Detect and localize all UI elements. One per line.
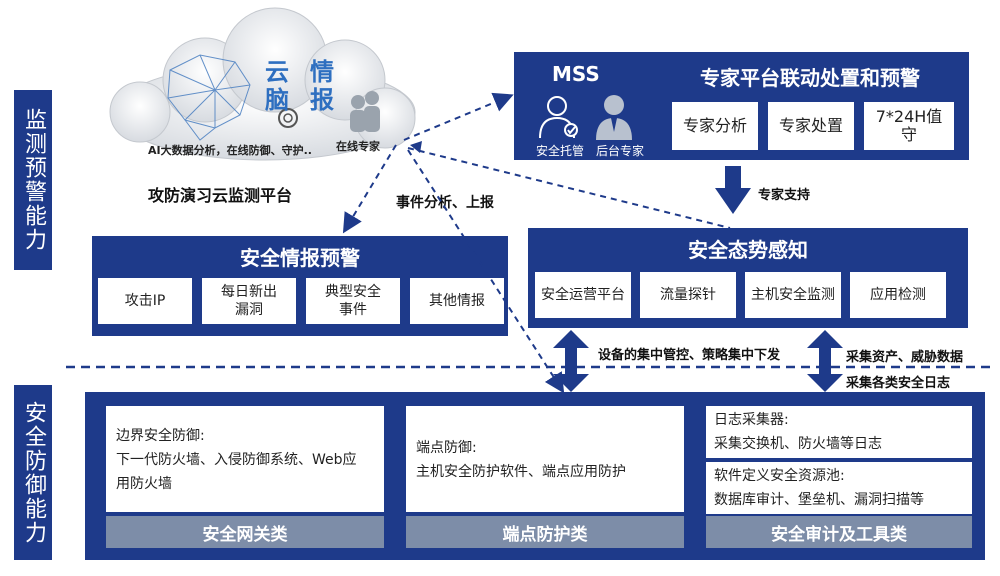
cloud-title-char-4: 报 (310, 86, 334, 114)
col3-bar: 安全审计及工具类 (706, 516, 972, 548)
brain-network-icon (167, 54, 251, 141)
col3-box2-line: 数据库审计、堡垒机、漏洞扫描等 (714, 492, 924, 508)
cloud-caption: AI大数据分析，在线防御、守护.. (148, 144, 312, 157)
side-label-defense: 安全防御能力 (14, 385, 52, 560)
cloud-expert-label: 在线专家 (336, 140, 380, 153)
intel-box-other-intel: 其他情报 (410, 278, 504, 324)
defense-col2-box: 端点防御: 主机安全防护软件、端点应用防护 (406, 406, 684, 512)
experts-people-icon (350, 91, 380, 132)
cloud-title-char-2: 情 (310, 58, 334, 86)
intel-box-attack-ip: 攻击IP (98, 278, 192, 324)
expert-support-label: 专家支持 (758, 188, 811, 203)
col3-box1-line: 采集交换机、防火墙等日志 (714, 436, 882, 452)
mss-box-expert-analysis: 专家分析 (672, 102, 758, 150)
intel-box-typical-event: 典型安全事件 (306, 278, 400, 324)
situation-box-ops-platform: 安全运营平台 (535, 272, 631, 318)
right-arrow-label-2: 采集各类安全日志 (846, 376, 951, 391)
defense-col1-box: 边界安全防御: 下一代防火墙、入侵防御系统、Web应 用防火墙 (106, 406, 384, 512)
intel-title: 安全情报预警 (240, 246, 360, 270)
event-report-label: 事件分析、上报 (396, 195, 494, 211)
defense-col3-box1: 日志采集器: 采集交换机、防火墙等日志 (706, 406, 972, 458)
platform-title: 攻防演习云监测平台 (148, 186, 293, 205)
backend-expert-icon (596, 95, 632, 140)
situation-box-traffic-probe: 流量探针 (640, 272, 736, 318)
col1-line-1: 下一代防火墙、入侵防御系统、Web应 (116, 452, 357, 468)
icon-label-expert: 后台专家 (596, 144, 645, 158)
icon-label-managed: 安全托管 (536, 144, 585, 158)
col1-line-2: 用防火墙 (116, 476, 172, 492)
col2-line-1: 主机安全防护软件、端点应用防护 (416, 464, 626, 480)
intel-box-daily-vuln: 每日新出漏洞 (202, 278, 296, 324)
situation-title: 安全态势感知 (688, 238, 808, 262)
col2-bar: 端点防护类 (406, 516, 684, 548)
managed-security-icon (539, 96, 578, 139)
fingerprint-icon (278, 108, 298, 128)
col2-title: 端点防御: (416, 440, 477, 456)
cloud-title-char-1: 云 (265, 58, 289, 86)
col1-bar: 安全网关类 (106, 516, 384, 548)
col3-box2-title: 软件定义安全资源池: (714, 468, 845, 484)
defense-col3-box2: 软件定义安全资源池: 数据库审计、堡垒机、漏洞扫描等 (706, 462, 972, 514)
center-double-arrow (553, 330, 589, 392)
right-double-arrow (807, 330, 843, 392)
center-arrow-label: 设备的集中管控、策略集中下发 (598, 348, 781, 363)
mss-box-expert-handling: 专家处置 (768, 102, 854, 150)
col1-title: 边界安全防御: (116, 428, 205, 444)
cloud-title-char-3: 脑 (265, 86, 289, 114)
situation-box-host-monitor: 主机安全监测 (745, 272, 841, 318)
side-label-monitoring: 监测预警能力 (14, 90, 52, 270)
col3-box1-title: 日志采集器: (714, 412, 789, 428)
mss-box-24h-watch: 7*24H值守 (864, 102, 954, 150)
right-arrow-label-1: 采集资产、威胁数据 (846, 350, 964, 365)
situation-box-app-detect: 应用检测 (850, 272, 946, 318)
mss-label: MSS (552, 62, 600, 86)
mss-title: 专家平台联动处置和预警 (700, 66, 920, 90)
